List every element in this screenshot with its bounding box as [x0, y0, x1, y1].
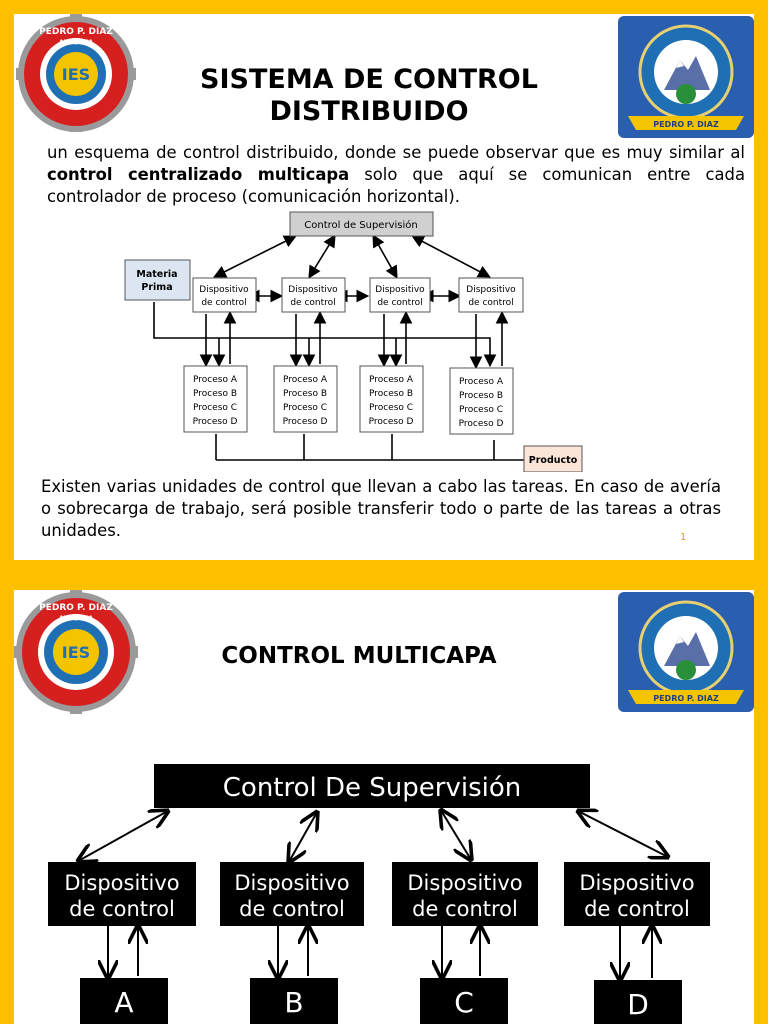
materia-prima-box	[124, 259, 191, 301]
materia-label-1: Materia	[136, 269, 177, 280]
device-3-line1: Dispositivo	[375, 285, 425, 295]
materia-label-2: Prima	[141, 282, 172, 293]
process-block-d: D	[594, 980, 682, 1024]
svg-text:Proceso B: Proceso B	[459, 391, 503, 401]
logo-ribbon-text: PEDRO P. DIAZ	[653, 120, 719, 129]
page-title: SISTEMA DE CONTROL DISTRIBUIDO	[164, 64, 574, 128]
device-2-line2: de control	[290, 298, 335, 308]
svg-text:de control: de control	[412, 897, 518, 921]
logo-sub-text: AREQUIPA	[59, 39, 93, 46]
process-block-c: C	[420, 978, 508, 1024]
svg-text:Proceso C: Proceso C	[193, 403, 237, 413]
svg-text:Proceso A: Proceso A	[369, 375, 414, 385]
device-box-3: Dispositivo de control	[369, 277, 431, 313]
supervision-box	[289, 211, 434, 237]
device-box-4: Dispositivo de control	[458, 277, 524, 313]
svg-text:Proceso C: Proceso C	[459, 405, 503, 415]
distributed-control-diagram: Control de Supervisión Materia Prima Dis…	[124, 211, 583, 472]
device-1-line2: de control	[201, 298, 246, 308]
svg-text:AREQUIPA: AREQUIPA	[59, 615, 93, 622]
producto-box	[523, 445, 583, 472]
svg-text:Dispositivo: Dispositivo	[64, 871, 179, 895]
svg-text:Dispositivo: Dispositivo	[407, 871, 522, 895]
svg-text:C: C	[454, 986, 474, 1019]
device-1-line1: Dispositivo	[199, 285, 249, 295]
institute-emblem-logo: PEDRO P. DIAZ	[618, 16, 754, 138]
multilayer-control-diagram: Control De Supervisión Dispositivo de co…	[48, 764, 710, 1024]
title-line-2: DISTRIBUIDO	[269, 96, 469, 127]
svg-text:Proceso C: Proceso C	[283, 403, 327, 413]
process-block-b: B	[250, 978, 338, 1024]
svg-text:Proceso D: Proceso D	[283, 417, 328, 427]
svg-text:de control: de control	[239, 897, 345, 921]
intro-text-a: un esquema de control distribuido, donde…	[47, 143, 745, 162]
process-box-4: Proceso A Proceso B Proceso C Proceso D	[449, 367, 514, 435]
svg-text:Dispositivo: Dispositivo	[234, 871, 349, 895]
title-line-1: SISTEMA DE CONTROL	[200, 64, 538, 95]
intro-paragraph: un esquema de control distribuido, donde…	[47, 142, 745, 208]
svg-text:Proceso B: Proceso B	[283, 389, 327, 399]
device-block-3: Dispositivo de control	[392, 862, 538, 926]
svg-text:D: D	[627, 988, 649, 1021]
device-4-line1: Dispositivo	[466, 285, 516, 295]
svg-text:IES: IES	[62, 643, 90, 662]
device-box-1: Dispositivo de control	[192, 277, 257, 313]
svg-text:B: B	[284, 986, 303, 1019]
supervision-box-2	[154, 764, 590, 808]
process-box-1: Proceso A Proceso B Proceso C Proceso D	[183, 365, 248, 433]
intro-text-bold: control centralizado multicapa	[47, 165, 350, 184]
device-3-line2: de control	[377, 298, 422, 308]
institute-seal-logo: IES PEDRO P. DIAZ AREQUIPA	[16, 14, 136, 132]
intro-text-b: solo que aquí se comunican entre cada co…	[47, 165, 746, 206]
process-block-a: A	[80, 978, 168, 1024]
svg-text:A: A	[114, 986, 133, 1019]
logo-center-text: IES	[62, 65, 90, 84]
svg-text:Proceso B: Proceso B	[369, 389, 413, 399]
svg-text:Proceso C: Proceso C	[369, 403, 413, 413]
slide-1: IES PEDRO P. DIAZ AREQUIPA SISTEMA DE CO…	[14, 14, 754, 560]
page-title-2: CONTROL MULTICAPA	[221, 643, 497, 669]
page-number: 1	[680, 532, 687, 543]
institute-emblem-logo-2: PEDRO P. DIAZ	[618, 592, 754, 712]
supervision-label: Control de Supervisión	[304, 219, 417, 231]
svg-text:Dispositivo: Dispositivo	[579, 871, 694, 895]
svg-text:de control: de control	[584, 897, 690, 921]
svg-text:Proceso A: Proceso A	[459, 377, 504, 387]
svg-text:PEDRO P. DIAZ: PEDRO P. DIAZ	[39, 603, 113, 613]
supervision-label-2: Control De Supervisión	[223, 773, 521, 803]
svg-text:Proceso D: Proceso D	[369, 417, 414, 427]
slide-2: IES PEDRO P. DIAZ AREQUIPA CONTROL MULTI…	[14, 590, 754, 1024]
device-block-1: Dispositivo de control	[48, 862, 196, 926]
device-2-line1: Dispositivo	[288, 285, 338, 295]
svg-text:Proceso D: Proceso D	[459, 419, 504, 429]
device-4-line2: de control	[468, 298, 513, 308]
svg-text:de control: de control	[69, 897, 175, 921]
process-box-2: Proceso A Proceso B Proceso C Proceso D	[273, 365, 338, 433]
process-box-3: Proceso A Proceso B Proceso C Proceso D	[359, 365, 424, 433]
svg-text:Proceso A: Proceso A	[283, 375, 328, 385]
producto-label: Producto	[529, 455, 578, 466]
svg-text:Proceso D: Proceso D	[193, 417, 238, 427]
device-block-2: Dispositivo de control	[220, 862, 364, 926]
svg-text:PEDRO P. DIAZ: PEDRO P. DIAZ	[653, 694, 719, 703]
svg-text:Proceso A: Proceso A	[193, 375, 238, 385]
svg-text:Proceso B: Proceso B	[193, 389, 237, 399]
closing-paragraph: Existen varias unidades de control que l…	[41, 477, 721, 540]
device-block-4: Dispositivo de control	[564, 862, 710, 926]
device-box-2: Dispositivo de control	[281, 277, 346, 313]
logo-top-text: PEDRO P. DIAZ	[39, 27, 113, 37]
institute-seal-logo-2: IES PEDRO P. DIAZ AREQUIPA	[14, 590, 138, 714]
